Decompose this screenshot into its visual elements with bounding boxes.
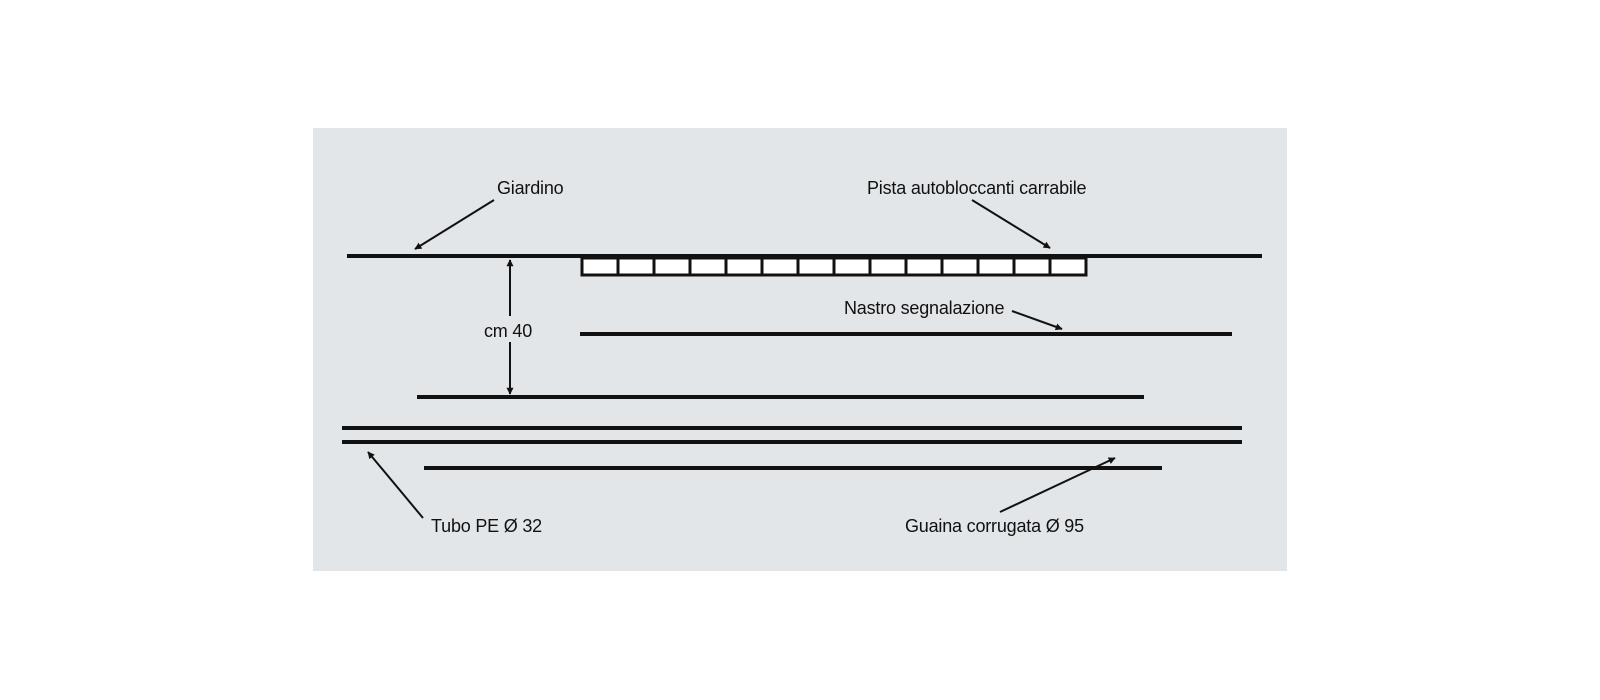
paving-block	[688, 256, 728, 277]
garden-label: Giardino	[497, 178, 564, 198]
diagram-panel	[313, 128, 1287, 571]
warning-tape-label: Nastro segnalazione	[844, 298, 1004, 318]
paving-block	[904, 256, 944, 277]
paving-label: Pista autobloccanti carrabile	[867, 178, 1087, 198]
paving-block	[868, 256, 908, 277]
paving-block	[580, 256, 620, 277]
paving-block	[616, 256, 656, 277]
pipe-leader-arrow	[367, 451, 424, 519]
paving-block	[832, 256, 872, 277]
paving-block	[724, 256, 764, 277]
paving-block	[796, 256, 836, 277]
depth-label: cm 40	[484, 321, 532, 341]
garden-leader-arrow	[414, 199, 495, 250]
pe-pipe-label: Tubo PE Ø 32	[431, 516, 542, 536]
paving-leader-arrow	[971, 199, 1051, 249]
paving-block	[976, 256, 1016, 277]
sheath-leader-arrow	[999, 457, 1116, 513]
paving-block	[760, 256, 800, 277]
paving-block	[1012, 256, 1052, 277]
paving-blocks	[580, 256, 1088, 277]
tape-leader-arrow	[1011, 310, 1063, 331]
paving-block	[1048, 256, 1088, 277]
paving-block	[652, 256, 692, 277]
paving-block	[940, 256, 980, 277]
corrugated-sheath-label: Guaina corrugata Ø 95	[905, 516, 1084, 536]
